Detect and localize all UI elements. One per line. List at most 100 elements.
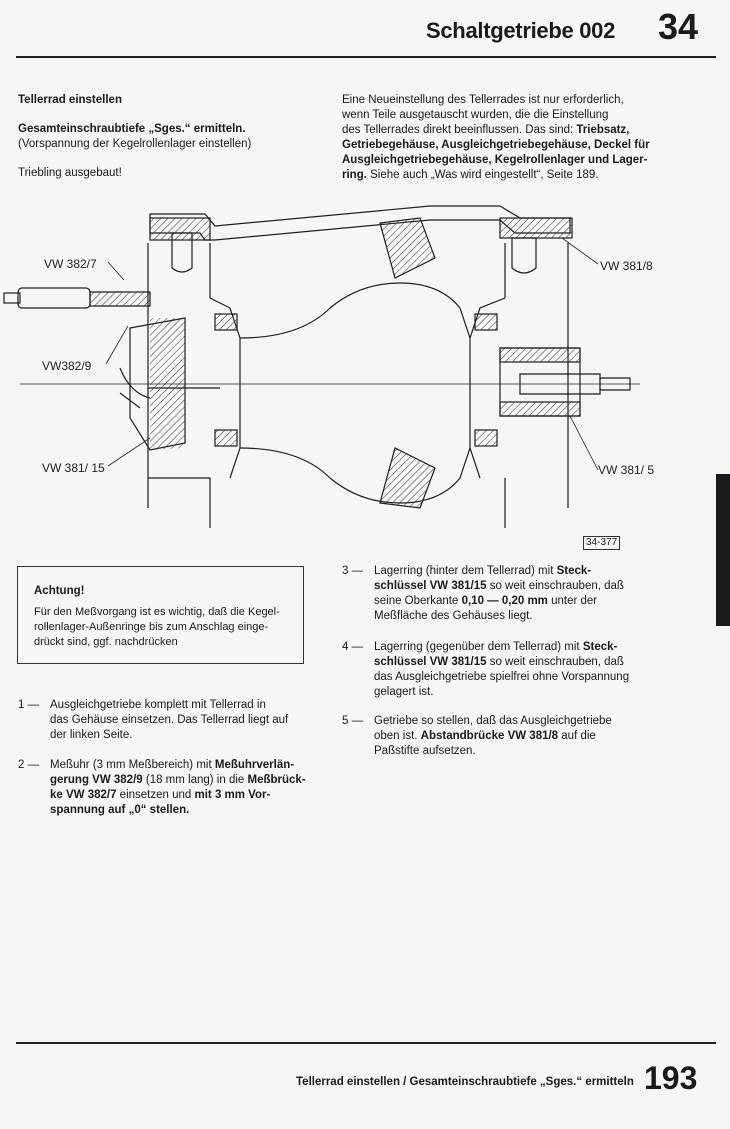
step-text: seine Oberkante <box>374 595 462 607</box>
step-line: oben ist. Abstandbrücke VW 381/8 auf die <box>374 729 612 744</box>
step-line: das Ausgleichgetriebe spielfrei ohne Vor… <box>374 671 630 683</box>
step-bold: ke VW 382/7 <box>50 789 117 801</box>
ring-gear-tooth-bottom <box>379 447 436 509</box>
step-number: 4 — <box>342 641 364 653</box>
step-body: Lagerring (gegenüber dem Tellerrad) mit … <box>374 640 629 700</box>
step-bold: Meßuhrverlän- <box>214 759 295 771</box>
step-line: seine Oberkante 0,10 — 0,20 mm unter der <box>374 594 624 609</box>
tellerrad-contour <box>119 367 151 409</box>
step-3: 3 — Lagerring (hinter dem Tellerrad) mit… <box>342 564 672 628</box>
step-bold: Steck- <box>582 641 618 653</box>
bearing-ring-left-hatch <box>150 318 185 450</box>
step-line: Ausgleichgetriebe komplett mit Tellerrad… <box>50 699 266 711</box>
figure-id: 34-377 <box>583 536 621 550</box>
dowel-pin-right <box>511 237 537 274</box>
step-body: Ausgleichgetriebe komplett mit Tellerrad… <box>50 698 288 743</box>
leader-vw381-8 <box>561 237 599 265</box>
intro-line: wenn Teile ausgetauscht wurden, die die … <box>342 109 609 121</box>
step-text: auf die <box>558 730 596 742</box>
step-line: Lagerring (gegenüber dem Tellerrad) mit … <box>374 640 629 655</box>
warning-line: drückt sind, ggf. nachdrücken <box>34 636 178 648</box>
step-bold: gerung VW 382/9 <box>50 774 143 786</box>
step-line: gelagert ist. <box>374 686 434 698</box>
step-number: 1 — <box>18 699 40 711</box>
subheading: Gesamteinschraubtiefe „Sges.“ ermitteln. <box>18 123 246 135</box>
step-bold: 0,10 — 0,20 mm <box>461 595 548 607</box>
step-1: 1 — Ausgleichgetriebe komplett mit Telle… <box>18 698 318 748</box>
label-vw382-9: VW382/9 <box>42 359 92 373</box>
step-bold: schlüssel VW 381/15 <box>374 580 487 592</box>
roller-bearing-lower-left <box>214 429 238 447</box>
page-number: 193 <box>644 1060 698 1096</box>
step-number: 2 — <box>18 759 40 771</box>
step-text: Meßuhr (3 mm Meßbereich) mit <box>50 759 215 771</box>
dial-gauge-stem <box>3 292 21 304</box>
step-bold: schlüssel VW 381/15 <box>374 656 487 668</box>
bridge-foot-right <box>499 217 573 239</box>
step-bold: Abstandbrücke VW 381/8 <box>420 730 559 742</box>
step-text: Lagerring (gegenüber dem Tellerrad) mit <box>374 641 583 653</box>
step-text: unter der <box>547 595 598 607</box>
step-line: schlüssel VW 381/15 so weit einschrauben… <box>374 655 629 670</box>
step-body: Meßuhr (3 mm Meßbereich) mit Meßuhrverlä… <box>50 758 306 818</box>
intro-text: des Tellerrades direkt beeinflussen. Das… <box>342 124 577 136</box>
footer-caption: Tellerrad einstellen / Gesamteinschraubt… <box>296 1076 634 1088</box>
leader-vw381-5 <box>569 415 599 471</box>
roller-bearing-upper-right <box>474 313 498 331</box>
roller-bearing-upper-left <box>214 313 238 331</box>
socket-key-shaft <box>519 373 601 395</box>
intro-line: ring. Siehe auch „Was wird eingestellt“,… <box>342 168 599 183</box>
warning-line: rollenlager-Außenringe bis zum Anschlag … <box>34 621 269 633</box>
warning-body: Für den Meßvorgang ist es wichtig, daß d… <box>34 605 296 650</box>
step-text: einsetzen und <box>116 789 195 801</box>
subheading-note: (Vorspannung der Kegelrollenlager einste… <box>18 138 252 150</box>
gearbox-cross-section-drawing: VW 382/7 VW382/9 VW 381/ 15 VW 381/8 VW … <box>3 205 654 528</box>
step-text: Lagerring (hinter dem Tellerrad) mit <box>374 565 557 577</box>
intro-line: Ausgleichgetriebegehäuse, Kegelrollenlag… <box>342 154 648 166</box>
roller-bearing-lower-right <box>474 429 498 447</box>
step-bold: mit 3 mm Vor- <box>194 789 271 801</box>
step-number: 5 — <box>342 715 364 727</box>
step-line: Lagerring (hinter dem Tellerrad) mit Ste… <box>374 564 624 579</box>
section-number: 34 <box>658 6 699 47</box>
socket-key-hatch-bottom <box>499 401 581 417</box>
step-line: Meßfläche des Gehäuses liegt. <box>374 610 533 622</box>
step-bold: Meßbrück- <box>247 774 306 786</box>
differential-upper-contour <box>239 282 471 339</box>
dial-gauge <box>17 287 91 309</box>
intro-line: Eine Neueinstellung des Tellerrades ist … <box>342 94 624 106</box>
step-2: 2 — Meßuhr (3 mm Meßbereich) mit Meßuhrv… <box>18 758 318 822</box>
label-vw381-5: VW 381/ 5 <box>598 463 654 477</box>
housing-left-wall <box>147 243 220 528</box>
intro-line: des Tellerrades direkt beeinflussen. Das… <box>342 123 629 138</box>
step-line: ke VW 382/7 einsetzen und mit 3 mm Vor- <box>50 788 306 803</box>
dowel-pin-left <box>171 232 193 273</box>
step-line: Meßuhr (3 mm Meßbereich) mit Meßuhrverlä… <box>50 758 306 773</box>
step-number: 3 — <box>342 565 364 577</box>
step-bold: Steck- <box>556 565 592 577</box>
warning-title: Achtung! <box>34 585 85 597</box>
housing-right-wall <box>504 243 569 528</box>
step-line: gerung VW 382/9 (18 mm lang) in die Meßb… <box>50 773 306 788</box>
leader-vw381-15 <box>107 437 151 467</box>
step-text: (18 mm lang) in die <box>142 774 248 786</box>
step-line: spannung auf „0“ stellen. <box>50 804 190 816</box>
step-line: der linken Seite. <box>50 729 133 741</box>
intro-text: Siehe auch „Was wird eingestellt“, Seite… <box>366 169 599 181</box>
gauge-extension-vw382-9 <box>89 291 151 307</box>
section-heading: Tellerrad einstellen <box>18 94 122 106</box>
step-text: so weit einschrauben, daß <box>486 580 624 592</box>
label-vw382-7: VW 382/7 <box>44 257 97 271</box>
intro-line: Getriebegehäuse, Ausgleichgetriebegehäus… <box>342 139 650 151</box>
footer-rule <box>16 1042 716 1044</box>
socket-key-drive <box>599 377 631 391</box>
step-line: schlüssel VW 381/15 so weit einschrauben… <box>374 579 624 594</box>
chapter-title: Schaltgetriebe 002 <box>426 18 616 43</box>
label-vw381-15: VW 381/ 15 <box>42 461 105 475</box>
step-body: Lagerring (hinter dem Tellerrad) mit Ste… <box>374 564 624 624</box>
bridge-foot-left <box>149 217 211 241</box>
ring-gear-tooth-top <box>379 217 436 279</box>
step-line: Paßstifte aufsetzen. <box>374 745 476 757</box>
warning-line: Für den Meßvorgang ist es wichtig, daß d… <box>34 606 280 618</box>
step-4: 4 — Lagerring (gegenüber dem Tellerrad) … <box>342 640 672 704</box>
